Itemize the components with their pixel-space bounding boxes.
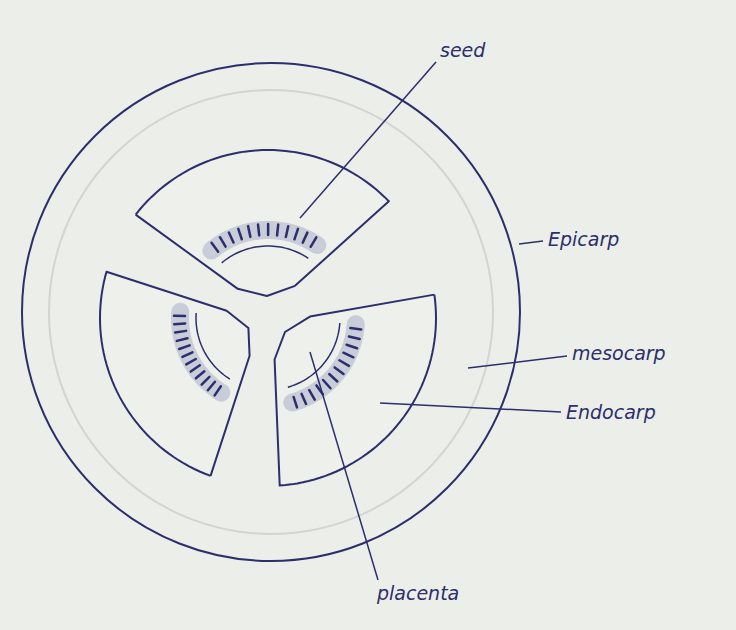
seed-mark: [347, 345, 357, 349]
placenta-edge: [288, 323, 340, 387]
seed-mark: [286, 226, 288, 237]
placenta-edge: [222, 246, 309, 263]
seed-mark: [303, 233, 308, 243]
locule-outline: [136, 150, 389, 296]
leader-line: [468, 356, 567, 368]
seed-mark: [220, 237, 226, 246]
seed-mark: [339, 360, 348, 366]
seed-mark: [186, 359, 196, 364]
seed-mark: [208, 382, 215, 390]
seed-mark: [196, 371, 204, 378]
seed-mark: [174, 322, 185, 325]
seed-mark: [343, 353, 353, 358]
leader-line: [310, 352, 378, 580]
part-label: seed: [440, 40, 485, 61]
leader-line: [519, 241, 543, 244]
part-label: placenta: [377, 583, 459, 604]
seed-mark: [302, 394, 306, 404]
seed-mark: [202, 377, 210, 385]
seed-mark: [175, 331, 186, 333]
seed-mark: [329, 374, 337, 381]
seed-mark: [323, 380, 330, 388]
seed-mark: [277, 225, 278, 236]
mesocarp-boundary: [49, 90, 493, 534]
seed-mark: [248, 226, 250, 237]
seed-mark: [267, 224, 270, 235]
placenta-edge: [196, 313, 230, 379]
seed-mark: [229, 233, 234, 243]
seed-mark: [309, 390, 314, 400]
placenta-band: [211, 230, 317, 251]
seed-mark: [191, 365, 200, 371]
part-label: Endocarp: [566, 402, 656, 423]
seed-mark: [335, 367, 344, 374]
seed-mark: [238, 229, 241, 239]
leader-line: [380, 403, 561, 412]
seed-mark: [258, 225, 259, 236]
seed-mark: [182, 352, 192, 357]
seed-mark: [212, 243, 219, 252]
seed-mark: [311, 237, 317, 246]
seed-mark: [349, 336, 360, 338]
epicarp-outline: [22, 63, 520, 561]
leader-line: [300, 62, 436, 218]
seed-mark: [294, 397, 297, 407]
locule-outline: [100, 272, 250, 476]
seed-mark: [174, 314, 185, 317]
seed-mark: [177, 338, 188, 341]
part-label: mesocarp: [572, 343, 666, 364]
seed-mark: [179, 345, 189, 349]
seed-mark: [294, 229, 298, 239]
seed-mark: [215, 386, 221, 395]
seed-mark: [350, 328, 361, 329]
part-label: Epicarp: [548, 229, 619, 250]
locule-outline: [275, 295, 436, 486]
